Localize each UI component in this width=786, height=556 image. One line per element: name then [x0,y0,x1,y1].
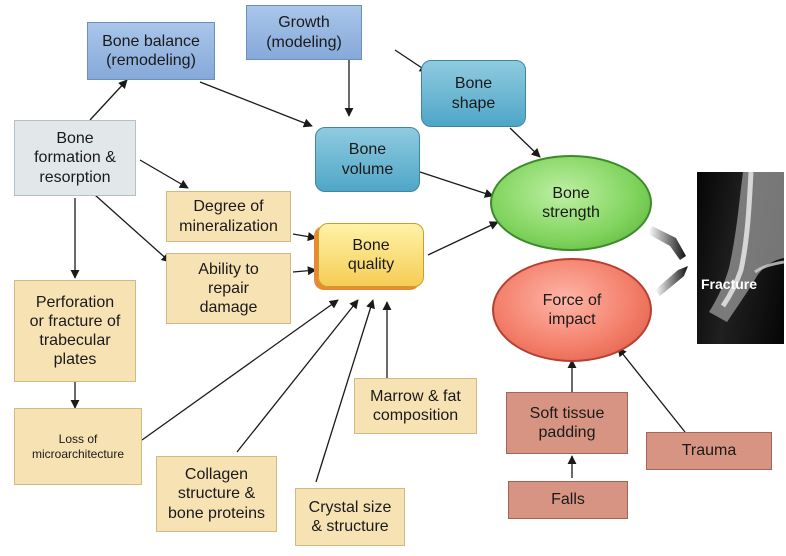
fracture-xray-image: Fracture [697,172,784,344]
node-bone-formation: Bone formation & resorption [14,120,136,196]
chevrons-to-fracture [648,226,688,296]
arrow-formation-to-balance [90,80,127,120]
node-perforation: Perforation or fracture of trabecular pl… [14,280,136,382]
arrow-mineralization-to-quality [293,234,316,238]
arrow-quality-to-strength [428,222,498,255]
chevron-lower [655,266,688,296]
arrow-balance-to-volume [200,82,312,126]
node-force-impact: Force of impact [492,258,652,362]
node-bone-strength: Bone strength [490,155,652,251]
node-bone-shape: Bone shape [421,60,526,127]
arrow-repair-to-quality [293,270,316,272]
node-collagen: Collagen structure & bone proteins [156,456,277,532]
node-bone-volume: Bone volume [315,127,420,192]
node-bone-quality: Bone quality [318,223,424,287]
arrow-formation-to-mineralization [140,160,188,188]
node-crystal: Crystal size & structure [295,488,405,546]
arrow-formation-to-repair [95,195,170,262]
node-loss-microarchitecture: Loss of microarchitecture [14,408,142,485]
arrow-volume-to-strength [420,172,493,196]
node-degree-mineralization: Degree of mineralization [166,191,291,242]
xray-bone-shape [697,172,784,344]
chevron-upper [648,226,686,260]
arrow-shape-to-strength [510,128,540,157]
node-trauma: Trauma [646,432,772,470]
node-falls: Falls [508,481,628,519]
arrow-trauma-to-force [618,348,685,432]
node-bone-balance: Bone balance (remodeling) [87,22,215,80]
node-marrow: Marrow & fat composition [354,378,477,434]
node-soft-tissue: Soft tissue padding [506,392,628,454]
node-growth: Growth (modeling) [246,5,362,60]
node-ability-repair: Ability to repair damage [166,253,291,324]
fracture-label: Fracture [701,276,757,292]
